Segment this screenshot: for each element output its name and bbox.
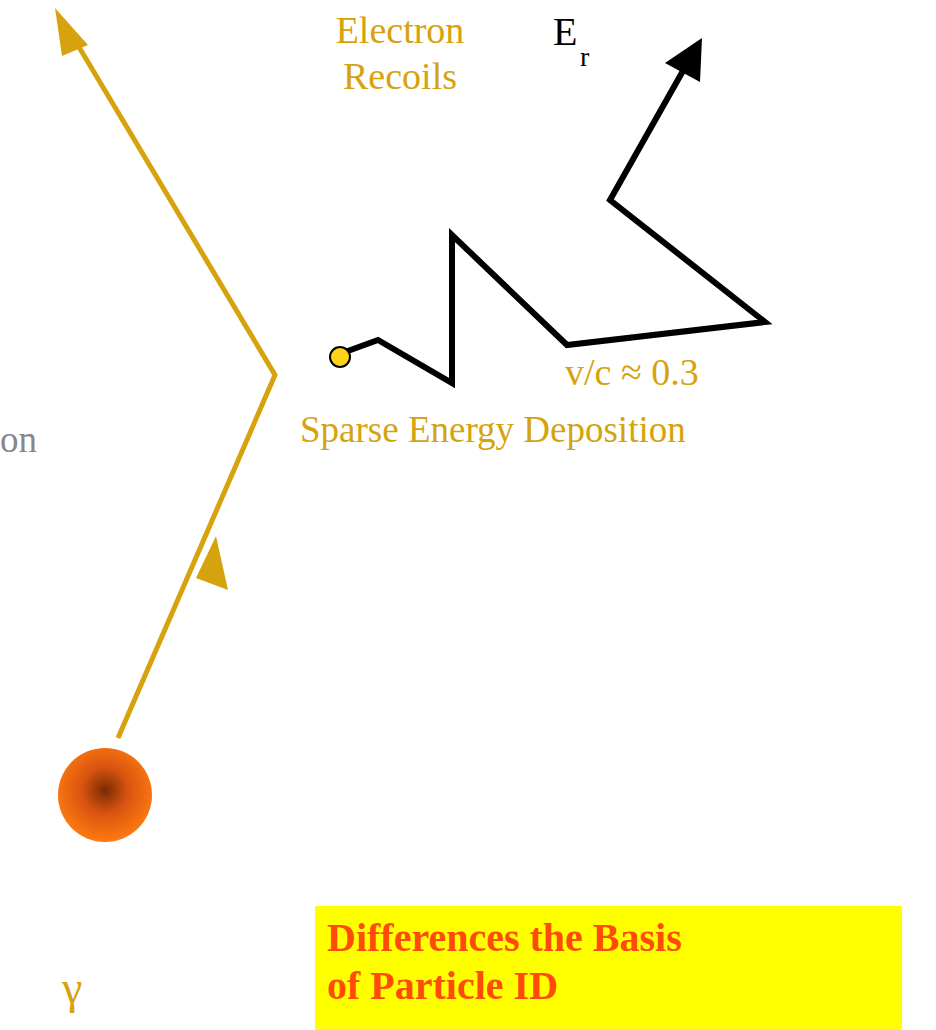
particle-symbol: γ [62,960,82,1015]
electron-track [345,62,765,383]
velocity-value: v/c ≈ 0.3 [565,350,699,396]
energy-subscript: r [580,40,589,74]
highlight-box: Differences the Basis of Particle ID [315,906,902,1030]
energy-symbol: E [553,8,577,56]
emphasis-text: Differences the Basis of Particle ID [327,914,692,1010]
gamma-track [64,22,275,738]
electron-arrowhead [665,38,702,82]
annotation: Electron Recoils [330,8,470,99]
gamma-arrowhead [55,8,88,56]
gamma-source [58,748,152,842]
electron [330,347,350,367]
annotation: Sparse Energy Deposition [300,408,686,452]
annotation: on [0,418,37,462]
gamma-arrowhead-mid [196,536,228,590]
